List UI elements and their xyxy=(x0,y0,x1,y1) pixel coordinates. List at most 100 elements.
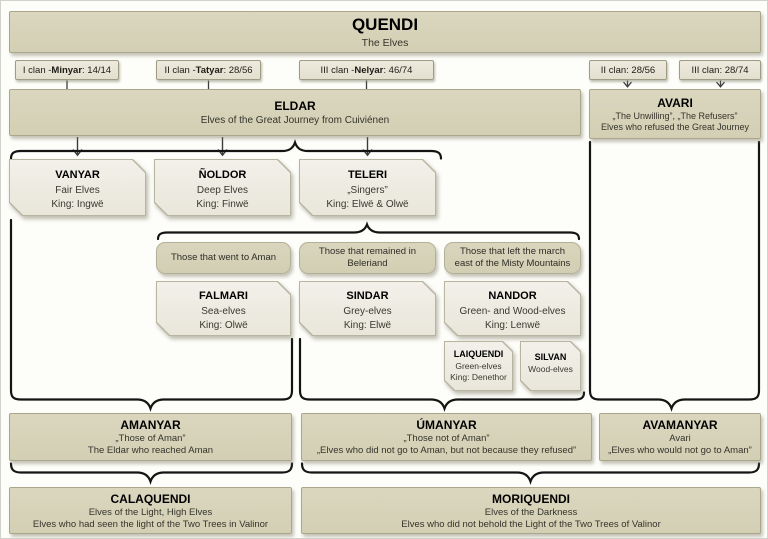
clan-name: Minyar xyxy=(51,64,83,76)
vanyar-line: Fair Elves xyxy=(55,185,100,196)
vanyar-title: VANYAR xyxy=(55,169,100,181)
vanyar-box: VANYAR Fair Elves King: Ingwë xyxy=(9,159,146,216)
page-subtitle: The Elves xyxy=(361,37,409,49)
group-label: Those that remained in Beleriand xyxy=(318,246,417,269)
moriquendi-line: Elves of the Darkness xyxy=(484,506,578,518)
box-face: LAIQUENDI Green-elves King: Denethor xyxy=(445,342,512,390)
nandor-title: NANDOR xyxy=(488,290,537,302)
calaquendi-line: Elves who had seen the light of the Two … xyxy=(32,518,269,530)
eldar-box: ELDAR Elves of the Great Journey from Cu… xyxy=(9,89,581,136)
clan-box-avari-ii: II clan: 28/56 xyxy=(589,60,667,80)
teleri-groups-brace xyxy=(156,221,581,241)
eldar-arrow xyxy=(362,137,373,157)
nandor-box: NANDOR Green- and Wood-elves King: Lenwë xyxy=(444,281,581,336)
teleri-title: TELERI xyxy=(347,169,388,181)
eldar-title: ELDAR xyxy=(274,99,316,113)
umanyar-line: „Those not of Aman” xyxy=(403,433,490,444)
box-face: TELERI „Singers” King: Elwë & Olwë xyxy=(300,160,435,215)
avari-title: AVARI xyxy=(657,96,693,110)
group-went-to-aman: Those that went to Aman xyxy=(156,242,291,274)
calaquendi-brace xyxy=(9,462,294,485)
calaquendi-line: Elves of the Light, High Elves xyxy=(88,506,213,518)
clan-name: Nelyar xyxy=(354,64,384,76)
teleri-line: „Singers” xyxy=(347,185,388,196)
eldar-children-brace xyxy=(9,139,443,160)
amanyar-title: AMANYAR xyxy=(120,418,181,432)
falmari-box: FALMARI Sea-elves King: Olwë xyxy=(156,281,291,336)
calaquendi-box: CALAQUENDI Elves of the Light, High Elve… xyxy=(9,487,292,534)
teleri-box: TELERI „Singers” King: Elwë & Olwë xyxy=(299,159,436,216)
avamanyar-brace xyxy=(588,140,761,412)
sindar-line: Grey-elves xyxy=(343,306,392,317)
quendi-box: QUENDI The Elves xyxy=(9,11,761,53)
noldor-line: King: Finwë xyxy=(196,198,249,210)
vanyar-line: King: Ingwë xyxy=(51,198,104,210)
avamanyar-title: AVAMANYAR xyxy=(642,418,718,432)
group-label: Those that left the march east of the Mi… xyxy=(454,246,571,269)
box-face: VANYAR Fair Elves King: Ingwë xyxy=(10,160,145,215)
moriquendi-box: MORIQUENDI Elves of the Darkness Elves w… xyxy=(301,487,761,534)
moriquendi-title: MORIQUENDI xyxy=(492,491,570,506)
avamanyar-line: „Elves who would not go to Aman” xyxy=(608,445,752,456)
noldor-line: Deep Elves xyxy=(196,185,249,196)
clan-count: : 14/14 xyxy=(82,64,112,76)
amanyar-box: AMANYAR „Those of Aman” The Eldar who re… xyxy=(9,413,292,461)
teleri-line: King: Elwë & Olwë xyxy=(326,198,409,210)
laiquendi-title: LAIQUENDI xyxy=(453,349,504,359)
silvan-box: SILVAN Wood-elves xyxy=(520,341,581,391)
clan-label: III clan: 28/74 xyxy=(691,64,749,76)
clan-label: I clan - xyxy=(22,64,52,76)
group-label: Those that went to Aman xyxy=(170,252,277,264)
avamanyar-box: AVAMANYAR Avari „Elves who would not go … xyxy=(599,413,761,461)
umanyar-title: ÚMANYAR xyxy=(416,418,477,432)
avari-arrow xyxy=(623,80,632,88)
clan-label: II clan: 28/56 xyxy=(600,64,656,76)
eldar-arrow xyxy=(72,137,83,157)
laiquendi-line: King: Denethor xyxy=(450,372,507,383)
avari-line: Elves who refused the Great Journey xyxy=(600,122,750,132)
laiquendi-box: LAIQUENDI Green-elves King: Denethor xyxy=(444,341,513,391)
falmari-line: King: Olwë xyxy=(199,319,248,331)
box-face: SILVAN Wood-elves xyxy=(521,342,580,390)
silvan-title: SILVAN xyxy=(534,352,567,362)
falmari-line: Sea-elves xyxy=(201,306,246,317)
falmari-title: FALMARI xyxy=(199,290,248,302)
amanyar-line: The Eldar who reached Aman xyxy=(87,445,214,456)
box-face: ÑOLDOR Deep Elves King: Finwë xyxy=(155,160,290,215)
calaquendi-title: CALAQUENDI xyxy=(110,491,191,506)
nandor-line: King: Lenwë xyxy=(484,319,541,331)
clan-label: III clan - xyxy=(320,64,355,76)
eldar-arrow xyxy=(217,137,228,157)
box-face: FALMARI Sea-elves King: Olwë xyxy=(157,282,290,335)
avari-arrow xyxy=(716,80,725,88)
nandor-line: Green- and Wood-elves xyxy=(459,306,566,317)
avari-line: „The Unwilling”, „The Refusers” xyxy=(612,111,738,121)
box-face: NANDOR Green- and Wood-elves King: Lenwë xyxy=(445,282,580,335)
box-face: SINDAR Grey-elves King: Elwë xyxy=(300,282,435,335)
clan-box-nelyar: III clan - Nelyar: 46/74 xyxy=(299,60,434,80)
page-title: QUENDI xyxy=(351,15,419,34)
group-left-march: Those that left the march east of the Mi… xyxy=(444,242,581,274)
noldor-box: ÑOLDOR Deep Elves King: Finwë xyxy=(154,159,291,216)
umanyar-box: ÚMANYAR „Those not of Aman” „Elves who d… xyxy=(301,413,592,461)
group-remained-beleriand: Those that remained in Beleriand xyxy=(299,242,436,274)
noldor-title: ÑOLDOR xyxy=(198,169,247,181)
clan-box-avari-iii: III clan: 28/74 xyxy=(679,60,761,80)
eldar-subtitle: Elves of the Great Journey from Cuiviéne… xyxy=(200,115,390,126)
umanyar-line: „Elves who did not go to Aman, but not b… xyxy=(316,445,577,456)
avamanyar-line: Avari xyxy=(669,433,691,444)
clan-label: II clan - xyxy=(164,64,196,76)
moriquendi-brace xyxy=(300,462,761,485)
avari-box: AVARI „The Unwilling”, „The Refusers” El… xyxy=(589,89,761,139)
clan-count: : 28/56 xyxy=(223,64,253,76)
sindar-line: King: Elwë xyxy=(343,319,392,331)
amanyar-line: „Those of Aman” xyxy=(115,433,186,444)
clan-box-tatyar: II clan - Tatyar: 28/56 xyxy=(156,60,261,80)
sindar-title: SINDAR xyxy=(346,290,389,302)
silvan-line: Wood-elves xyxy=(528,364,573,374)
clan-box-minyar: I clan - Minyar: 14/14 xyxy=(15,60,119,80)
clan-count: : 46/74 xyxy=(383,64,413,76)
clan-name: Tatyar xyxy=(195,64,224,76)
moriquendi-line: Elves who did not behold the Light of th… xyxy=(401,518,661,530)
